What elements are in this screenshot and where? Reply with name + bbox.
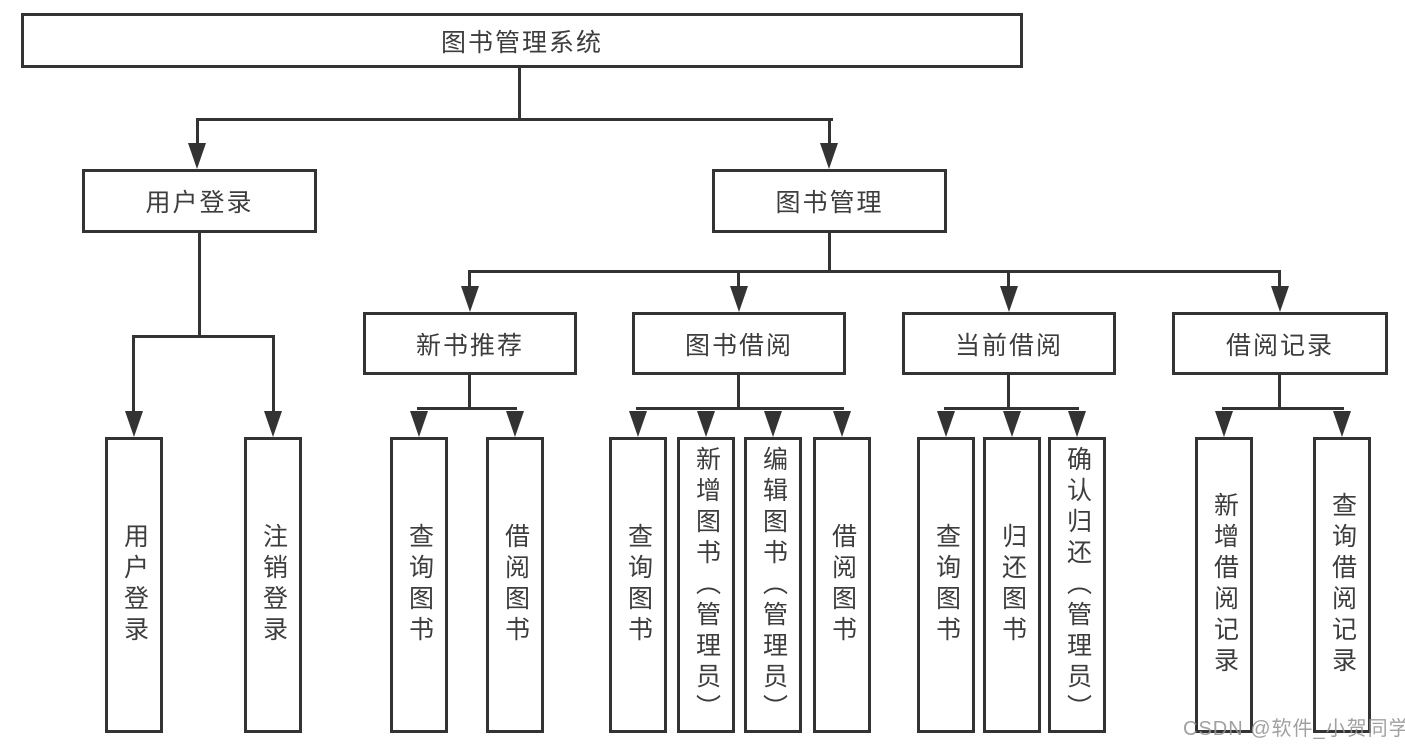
node-new-book-recommend: 新书推荐 [363, 312, 577, 375]
connector-drop-book-mgmt [828, 118, 831, 148]
csdn-watermark: CSDN @软件_小贺同学 [1183, 718, 1405, 740]
arrowhead-down-icon [820, 143, 838, 169]
leaf-query-books-2: 查询图书 [609, 437, 667, 733]
leaf-borrow-books-1: 借阅图书 [486, 437, 544, 733]
arrowhead-down-icon [833, 411, 851, 437]
connector-group-bar [636, 407, 844, 410]
arrowhead-down-icon [1271, 286, 1289, 312]
connector-group-bar [1222, 407, 1344, 410]
node-root: 图书管理系统 [21, 13, 1023, 68]
leaf-query-borrow-record-label: 查询借阅记录 [1328, 492, 1357, 678]
node-book-borrowing: 图书借阅 [632, 312, 846, 375]
node-borrow-records: 借阅记录 [1172, 312, 1388, 375]
arrowhead-down-icon [1068, 411, 1086, 437]
leaf-query-borrow-record: 查询借阅记录 [1313, 437, 1371, 733]
leaf-add-borrow-record: 新增借阅记录 [1195, 437, 1253, 733]
arrowhead-down-icon [461, 286, 479, 312]
node-current-borrowing-label: 当前借阅 [954, 331, 1063, 360]
arrowhead-down-icon [697, 411, 715, 437]
connector-group-bar [417, 407, 517, 410]
connector-book-mgmt-stem [828, 233, 831, 270]
leaf-add-books-admin-label: 新增图书（管理员） [692, 445, 721, 725]
leaf-confirm-return-admin-label: 确认归还（管理员） [1063, 445, 1092, 725]
leaf-query-books-2-label: 查询图书 [624, 523, 653, 647]
leaf-borrow-books-2: 借阅图书 [813, 437, 871, 733]
leaf-query-books-1: 查询图书 [390, 437, 448, 733]
connector-root-bar [196, 118, 833, 121]
node-book-management: 图书管理 [712, 169, 947, 233]
arrowhead-down-icon [730, 286, 748, 312]
leaf-logout-label: 注销登录 [259, 523, 288, 647]
arrowhead-down-icon [506, 411, 524, 437]
arrowhead-down-icon [125, 411, 143, 437]
leaf-edit-books-admin-label: 编辑图书（管理员） [759, 445, 788, 725]
connector-group-stem [468, 375, 471, 407]
arrowhead-down-icon [764, 411, 782, 437]
connector-group-stem [1007, 375, 1010, 407]
leaf-query-books-3: 查询图书 [917, 437, 975, 733]
arrowhead-down-icon [629, 411, 647, 437]
connector-group-stem [1278, 375, 1281, 407]
leaf-borrow-books-1-label: 借阅图书 [501, 523, 530, 647]
node-borrow-records-label: 借阅记录 [1225, 331, 1334, 360]
connector-drop-current-borrow [1007, 270, 1010, 288]
connector-drop-borrow-records [1278, 270, 1281, 288]
connector-book-mgmt-bar [468, 270, 1281, 273]
connector-user-login-stem [198, 233, 201, 335]
connector-drop-logout [272, 335, 275, 413]
node-user-login-label: 用户登录 [145, 189, 254, 217]
node-book-borrowing-label: 图书借阅 [684, 331, 793, 360]
leaf-add-borrow-record-label: 新增借阅记录 [1210, 492, 1239, 678]
node-root-label: 图书管理系统 [440, 28, 603, 57]
connector-drop-new-books [468, 270, 471, 288]
arrowhead-down-icon [1333, 411, 1351, 437]
leaf-query-books-3-label: 查询图书 [932, 523, 961, 647]
connector-user-login-bar [132, 335, 275, 338]
arrowhead-down-icon [1215, 411, 1233, 437]
leaf-logout: 注销登录 [244, 437, 302, 733]
connector-drop-book-borrow [737, 270, 740, 288]
connector-root-stem [518, 68, 521, 118]
leaf-return-books-label: 归还图书 [998, 523, 1027, 647]
arrowhead-down-icon [937, 411, 955, 437]
node-new-book-recommend-label: 新书推荐 [415, 331, 524, 360]
arrowhead-down-icon [410, 411, 428, 437]
connector-drop-user-login [196, 118, 199, 148]
arrowhead-down-icon [1000, 286, 1018, 312]
connector-drop-login [132, 335, 135, 413]
leaf-return-books: 归还图书 [983, 437, 1041, 733]
leaf-confirm-return-admin: 确认归还（管理员） [1048, 437, 1106, 733]
node-current-borrowing: 当前借阅 [902, 312, 1116, 375]
leaf-user-login-label: 用户登录 [120, 523, 149, 647]
connector-group-bar [944, 407, 1079, 410]
leaf-user-login: 用户登录 [105, 437, 163, 733]
leaf-edit-books-admin: 编辑图书（管理员） [744, 437, 802, 733]
connector-group-stem [737, 375, 740, 407]
leaf-borrow-books-2-label: 借阅图书 [828, 523, 857, 647]
node-book-management-label: 图书管理 [775, 189, 884, 217]
leaf-query-books-1-label: 查询图书 [405, 523, 434, 647]
arrowhead-down-icon [1003, 411, 1021, 437]
arrowhead-down-icon [188, 143, 206, 169]
leaf-add-books-admin: 新增图书（管理员） [677, 437, 735, 733]
arrowhead-down-icon [264, 411, 282, 437]
node-user-login: 用户登录 [82, 169, 317, 233]
